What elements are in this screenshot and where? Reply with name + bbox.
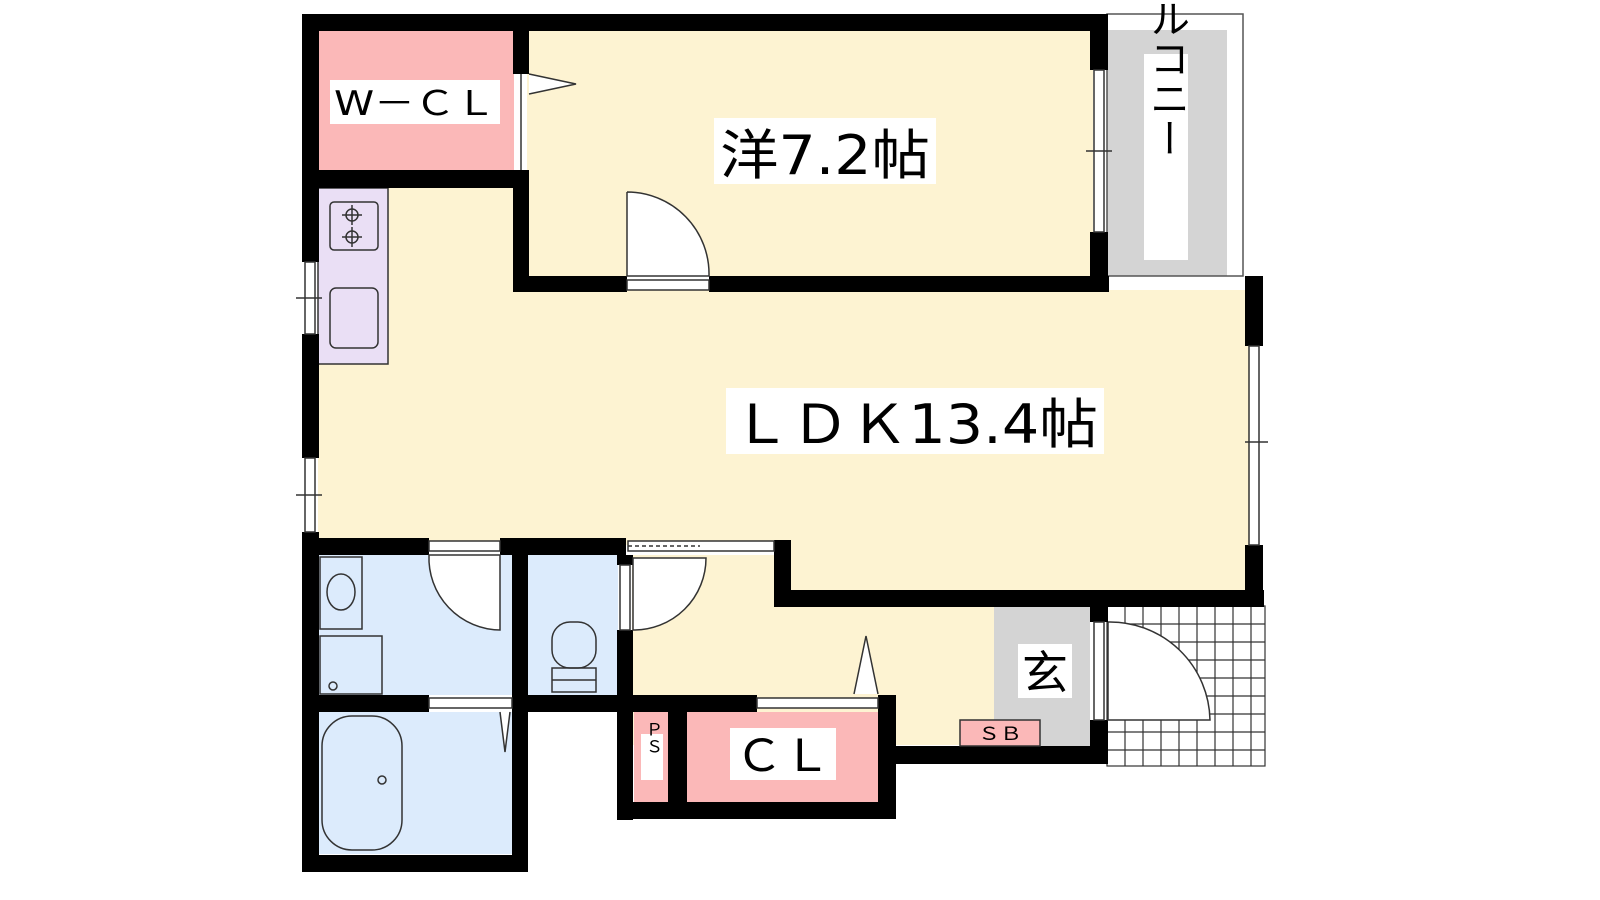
balcony-label: バルコニー bbox=[1143, 0, 1189, 158]
kitchen-sink-icon bbox=[329, 287, 379, 349]
entrance-label: 玄 bbox=[1022, 646, 1068, 700]
pipe-space-label-bg bbox=[641, 734, 663, 780]
shoe-box-label: ＳＢ bbox=[978, 724, 1022, 745]
washing-machine-icon bbox=[319, 635, 383, 695]
western-door-icon bbox=[626, 191, 710, 277]
entrance-label-bg bbox=[1018, 644, 1072, 698]
western-room-label: 洋7.2帖 bbox=[720, 124, 930, 187]
fixtures bbox=[319, 201, 597, 851]
shoe-box bbox=[959, 719, 1041, 747]
ldk-label: ＬＤＫ13.4帖 bbox=[732, 393, 1098, 456]
walls bbox=[302, 14, 1264, 872]
toilet-area bbox=[528, 555, 618, 695]
washroom-door-icon bbox=[428, 554, 501, 631]
bath-door-icon bbox=[428, 697, 513, 709]
wcl-label-bg bbox=[330, 80, 500, 124]
closet-label: ＣＬ bbox=[735, 731, 831, 782]
closet-label-bg bbox=[730, 728, 836, 780]
balcony-outline bbox=[1106, 13, 1244, 277]
toilet-door-icon bbox=[632, 557, 707, 631]
balcony-label-bg bbox=[1144, 54, 1188, 260]
wcl-door-icon bbox=[528, 73, 577, 95]
stove-icon bbox=[329, 201, 379, 251]
openings bbox=[296, 69, 1268, 753]
room-labels: W－ＣＬ 洋7.2帖 ＬＤＫ13.4帖 バルコニー 玄 ＳＢ ＣＬ ＰＳ bbox=[330, 0, 1189, 782]
closet-door-icon bbox=[756, 697, 879, 709]
bathtub-icon bbox=[321, 715, 403, 851]
western-label-bg bbox=[714, 118, 936, 184]
walk-in-closet-label: W－ＣＬ bbox=[334, 84, 496, 124]
bathroom-area bbox=[318, 712, 514, 854]
ldk-label-bg bbox=[726, 388, 1104, 454]
ldk-right-window-icon bbox=[1248, 345, 1260, 546]
entrance-door-icon bbox=[1107, 621, 1211, 721]
pipe-space-label: ＰＳ bbox=[642, 721, 662, 755]
wash-basin-icon bbox=[319, 556, 363, 630]
